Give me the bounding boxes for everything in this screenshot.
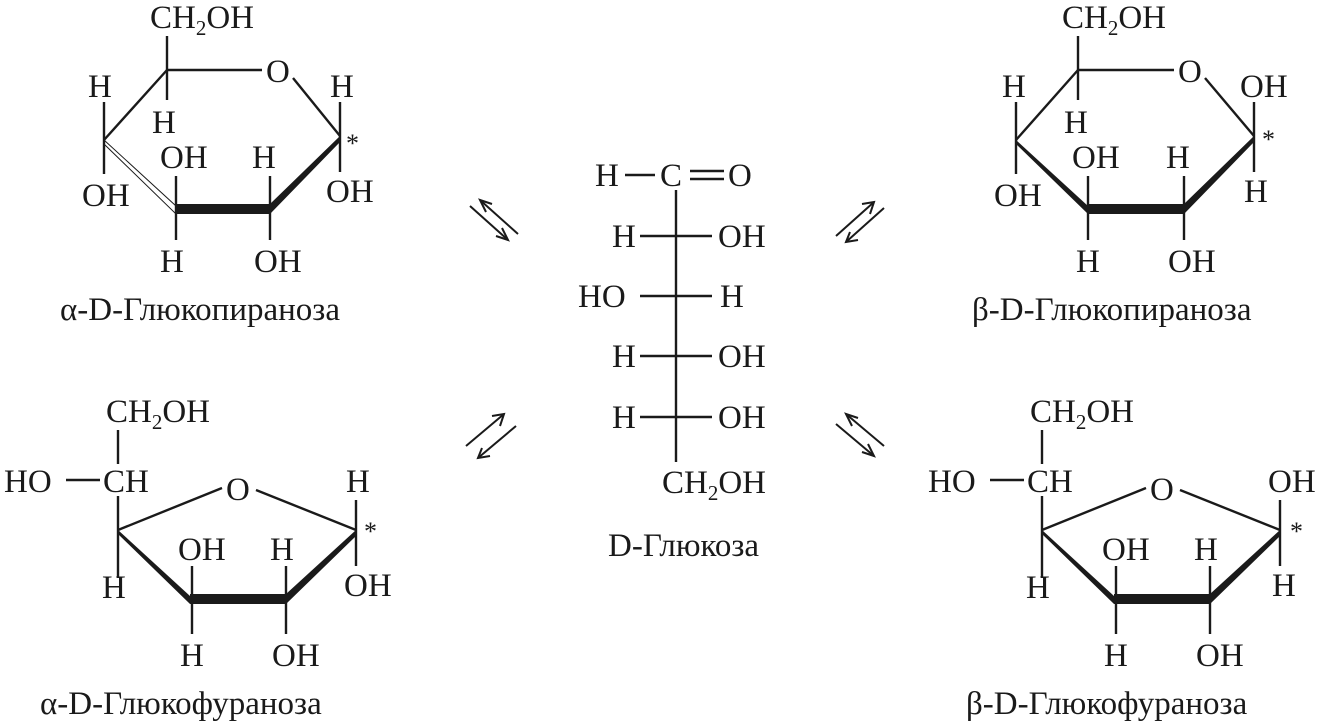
side-ch: CH [1027,464,1073,500]
c3-oh-label: OH [178,532,226,568]
c3-c2-bold-bond [1114,594,1210,604]
c1-oh-label: OH [326,174,374,210]
c1-oh-label: OH [1240,69,1288,105]
alpha-pyranose-structure: CH2OH O H H H * OH H OH OH H OH α-D-Глюк… [60,0,374,328]
c2-oh-label: OH [1196,638,1244,674]
c1-oh-label: OH [1268,464,1316,500]
c3-h: H [720,279,744,315]
c5-h-label: H [1064,105,1088,141]
c2-oh: OH [718,219,766,255]
c5-c4-bond [1015,69,1079,141]
c4-c3-wedge [118,530,190,604]
ring-oxygen: O [1178,54,1202,90]
c6-ch2oh: CH2OH [662,465,766,505]
beta-pyranose-structure: CH2OH O H H OH * OH H OH H H OH β-D-Глюк… [972,0,1288,328]
o-c1-bond [292,77,341,137]
c2-c1-wedge [270,136,340,214]
c3-c2-bold-bond [190,594,286,604]
c4-h-label: H [1026,570,1050,606]
equilibrium-arrow-top-right [835,200,885,244]
aldehyde-h: H [595,158,619,194]
c4-h-label: H [1002,69,1026,105]
c2-h-label: H [1166,140,1190,176]
c3-h-label: H [1076,244,1100,280]
c4-c3-wedge [1016,140,1088,214]
c2-h-label: H [252,140,276,176]
c5-h: H [612,400,636,436]
c5-h-label: H [152,105,176,141]
aldehyde-c: C [660,158,682,194]
beta-furanose-caption: β-D-Глюкофураноза [966,686,1248,722]
c2-oh-label: OH [254,244,302,280]
equilibrium-arrow-top-left [469,198,519,242]
anomeric-star: * [1262,125,1275,154]
c3-h-label: H [1104,638,1128,674]
c2-oh-label: OH [1168,244,1216,280]
beta-pyranose-caption: β-D-Глюкопираноза [972,292,1252,328]
c3-c2-bold-bond [1088,204,1184,214]
alpha-furanose-caption: α-D-Глюкофураноза [40,686,322,722]
c1-oh-label: OH [344,568,392,604]
side-ho: HO [4,464,52,500]
alpha-pyranose-caption: α-D-Глюкопираноза [60,292,340,328]
side-ho: HO [928,464,976,500]
equilibrium-arrow-bottom-left [465,412,517,460]
ch2oh-label: CH2OH [150,0,254,40]
ring-oxygen: O [1150,472,1174,508]
c4-h: H [612,339,636,375]
c3-ho: HO [578,279,626,315]
c4-h-label: H [88,69,112,105]
c2-c1-wedge [1184,136,1254,214]
equilibrium-arrow-bottom-right [835,412,885,458]
c1-h-label: H [1272,568,1296,604]
ch2oh-label: CH2OH [106,394,210,434]
c1-h-label: H [330,69,354,105]
c4-o-bond [1041,486,1147,532]
c2-oh-label: OH [272,638,320,674]
c3-oh-label: OH [1102,532,1150,568]
anomeric-star: * [346,129,359,158]
c4-oh: OH [718,339,766,375]
c1-h-label: H [346,464,370,500]
c2-c1-wedge [1210,530,1280,604]
open-chain-structure: H C O H OH HO H H OH H OH CH2OH D-Глюкоз… [578,158,766,564]
c3-h-label: H [160,244,184,280]
c4-oh-label: OH [994,178,1042,214]
c3-oh-label: OH [160,140,208,176]
ring-oxygen: O [226,472,250,508]
c2-h-label: H [270,532,294,568]
alpha-furanose-structure: CH2OH HO CH O H * OH H OH H H OH α-D-Глю… [4,394,392,722]
c5-oh: OH [718,400,766,436]
open-chain-caption: D-Глюкоза [608,528,759,564]
o-c1-bond [1204,77,1255,137]
c4-oh-label: OH [82,178,130,214]
c5-c4-bond [103,69,168,141]
anomeric-star: * [364,517,377,546]
c4-o-bond [117,486,223,532]
ch2oh-label: CH2OH [1030,394,1134,434]
c2-h: H [612,219,636,255]
anomeric-star: * [1290,517,1303,546]
c3-c2-bold-bond [176,204,270,214]
aldehyde-o: O [728,158,752,194]
c3-oh-label: OH [1072,140,1120,176]
c4-h-label: H [102,570,126,606]
beta-furanose-structure: CH2OH HO CH O OH * OH H H H H OH β-D-Глю… [928,394,1316,722]
side-ch: CH [103,464,149,500]
c4-c3-wedge [1042,530,1114,604]
ring-oxygen: O [266,54,290,90]
c2-h-label: H [1194,532,1218,568]
o-c1-bond [1179,488,1281,532]
o-c1-bond [255,488,357,532]
ch2oh-label: CH2OH [1062,0,1166,40]
c1-h-label: H [1244,174,1268,210]
c2-c1-wedge [286,530,356,604]
c3-h-label: H [180,638,204,674]
